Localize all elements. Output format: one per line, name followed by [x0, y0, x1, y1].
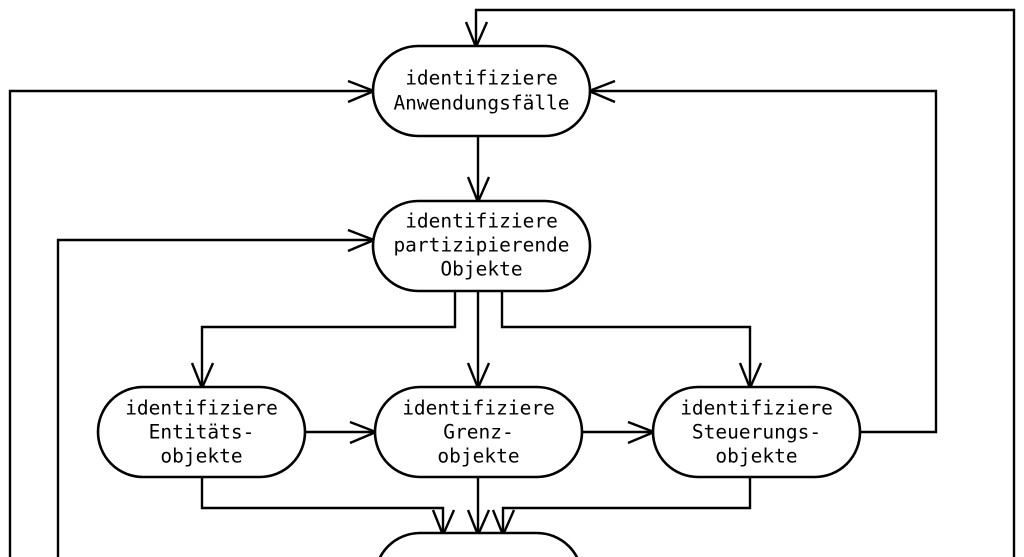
node-anwendungsfaelle-shape[interactable] [371, 44, 592, 138]
node-partizipierende-objekte-label-line1: identifiziere [405, 210, 558, 233]
edge-partizipierende-to-steuerungsobjekte [500, 291, 763, 392]
node-layer: identifiziere Anwendungsfälle identifizi… [96, 44, 862, 557]
node-grenzobjekte-label-line2: Grenz- [443, 421, 513, 444]
edge-partizipierende-to-grenzobjekte [466, 291, 491, 392]
node-grenzobjekte-label-line3: objekte [437, 445, 519, 468]
node-grenzobjekte-label-line1: identifiziere [402, 397, 555, 420]
node-entitaetsobjekte-label-line3: objekte [160, 445, 242, 468]
edge-anwendungsfaelle-to-partizipierende [466, 136, 491, 206]
node-entitaetsobjekte-label-line2: Entitäts- [149, 421, 255, 444]
node-grenzobjekte[interactable]: identifiziere Grenz- objekte [373, 385, 584, 479]
edge-grenzobjekte-to-steuerungsobjekte [582, 420, 658, 445]
node-entitaetsobjekte-shape[interactable] [96, 385, 307, 479]
node-bottom-clipped-shape[interactable] [375, 531, 582, 557]
edge-layer [8, 8, 1016, 557]
edge-steuerungsobjekte-to-bottom [491, 477, 752, 539]
node-steuerungsobjekte-shape[interactable] [651, 385, 862, 479]
node-entitaetsobjekte-label-line1: identifiziere [125, 397, 278, 420]
node-partizipierende-objekte-label-line3: Objekte [440, 258, 522, 281]
node-partizipierende-objekte-shape[interactable] [371, 199, 592, 293]
node-anwendungsfaelle[interactable]: identifiziere Anwendungsfälle [371, 44, 592, 138]
node-anwendungsfaelle-label-line1: identifiziere [405, 67, 558, 90]
node-partizipierende-objekte[interactable]: identifiziere partizipierende Objekte [371, 199, 592, 293]
node-entitaetsobjekte[interactable]: identifiziere Entitäts- objekte [96, 385, 307, 479]
edge-left-return-to-anwendungsfaelle [8, 79, 378, 557]
edge-partizipierende-to-entitaetsobjekte [190, 291, 457, 392]
node-steuerungsobjekte-label-line3: objekte [715, 445, 797, 468]
node-partizipierende-objekte-label-line2: partizipierende [393, 234, 569, 257]
edge-grenzobjekte-to-bottom [466, 477, 491, 539]
edge-steuerungsobjekte-to-anwendungsfaelle [585, 79, 938, 434]
edge-entitaetsobjekte-to-bottom [200, 477, 456, 539]
node-steuerungsobjekte-label-line1: identifiziere [680, 397, 833, 420]
node-grenzobjekte-shape[interactable] [373, 385, 584, 479]
node-steuerungsobjekte[interactable]: identifiziere Steuerungs- objekte [651, 385, 862, 479]
node-anwendungsfaelle-label-line2: Anwendungsfälle [393, 92, 569, 115]
edge-entitaetsobjekte-to-grenzobjekte [305, 420, 380, 445]
node-steuerungsobjekte-label-line2: Steuerungs- [692, 421, 821, 444]
node-bottom-clipped[interactable] [375, 531, 582, 557]
